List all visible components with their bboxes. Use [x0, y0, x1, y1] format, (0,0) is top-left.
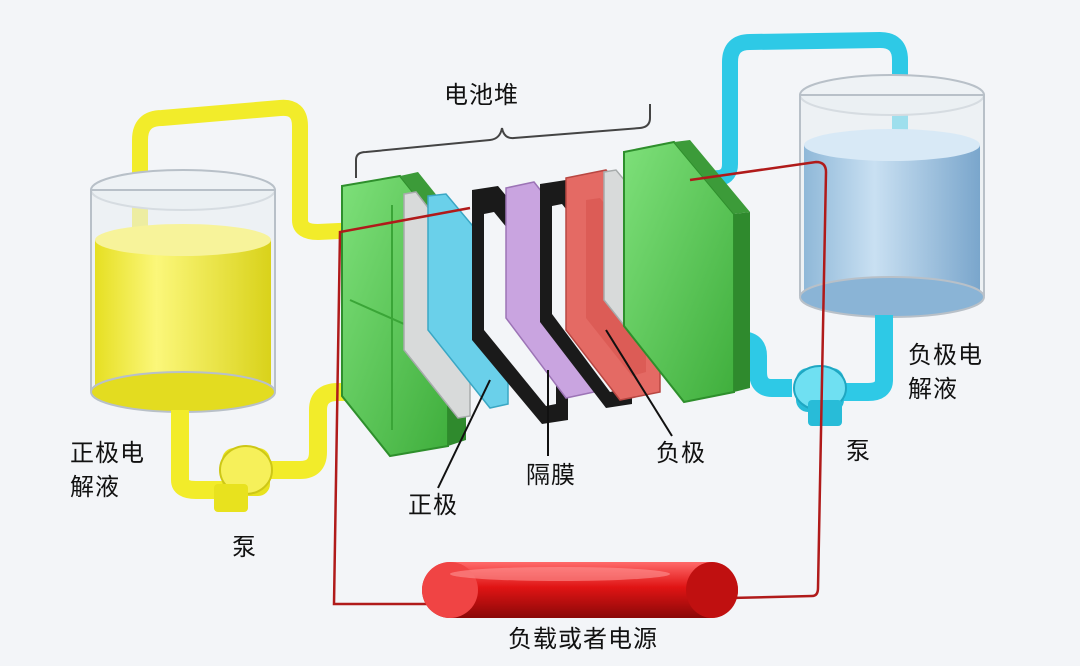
positive-supply-pipe: [132, 99, 361, 240]
negative-electrode-label: 负极: [656, 439, 706, 467]
positive-electrode-leader: [437, 379, 491, 489]
positive-electrode-label: 正极: [408, 491, 458, 519]
load-or-power-source: [422, 562, 738, 618]
positive-electrolyte-tank: [90, 169, 276, 413]
load-or-source-label: 负载或者电源: [508, 625, 658, 653]
membrane-label: 隔膜: [526, 461, 576, 489]
positive-electrolyte-label-2: 解液: [70, 473, 120, 501]
negative-return-pipe: [842, 315, 893, 401]
right-pump-label: 泵: [846, 437, 871, 465]
positive-pump-outlet-pipe: [262, 383, 398, 479]
negative-pump: [793, 365, 847, 426]
positive-electrolyte-label-1: 正极电: [70, 439, 145, 467]
stack-bracket: [355, 104, 651, 178]
stack-label: 电池堆: [444, 81, 519, 109]
left-pump-label: 泵: [232, 533, 257, 561]
positive-return-pipe: [171, 410, 230, 499]
external-circuit: [332, 160, 828, 606]
negative-electrolyte-tank: [799, 74, 985, 318]
positive-pump: [214, 445, 273, 512]
negative-electrode-leader: [605, 329, 673, 437]
negative-electrolyte-label-2: 解液: [908, 375, 958, 403]
negative-electrolyte-label-1: 负极电: [908, 341, 983, 369]
battery-stack: [341, 140, 750, 458]
